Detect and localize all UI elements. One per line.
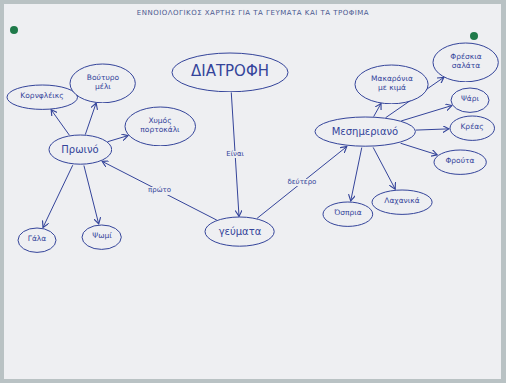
concept-text: ΔΙΑΤΡΟΦΗ <box>190 63 270 80</box>
concept-text: Λαχανικά <box>383 197 420 206</box>
cloud-text: Γάλα <box>27 235 47 244</box>
link-label: δεύτερο <box>287 179 318 187</box>
concept-cloud: Μακαρόνια με κιμά <box>354 64 429 105</box>
concept-arrow <box>351 148 362 201</box>
concept-text: Μεσημεριανό <box>331 126 399 138</box>
cloud-text: Φρέσκια σαλάτα <box>445 53 486 70</box>
concept-arrow <box>51 110 69 135</box>
cloud-text: Πρωινό <box>60 144 99 156</box>
concept-cloud: Φρούτα <box>433 149 487 175</box>
cloud-text: Κορνφλέικς <box>20 92 65 101</box>
cloud-text: γεύματα <box>218 226 262 238</box>
concept-text: Μακαρόνια με κιμά <box>368 75 415 92</box>
cloud-text: Όσπρια <box>333 209 362 218</box>
concept-cloud: Χυμός πορτοκάλι <box>124 106 197 147</box>
cloud-ellipse <box>372 190 432 214</box>
concept-cloud: Κρέας <box>449 115 496 141</box>
cloud-text: Κρέας <box>460 123 485 132</box>
cloud-text: Λαχανικά <box>383 197 420 206</box>
concept-cloud: Φρέσκια σαλάτα <box>432 42 499 83</box>
cloud-ellipse <box>323 202 373 226</box>
concept-cloud: ΔΙΑΤΡΟΦΗ <box>171 52 289 93</box>
concept-cloud: Όσπρια <box>322 201 374 227</box>
link-label: Είναι <box>225 151 245 159</box>
cloud-text: Μεσημεριανό <box>331 126 399 138</box>
cloud-ellipse <box>49 135 112 164</box>
cloud-ellipse <box>434 150 486 174</box>
paper-sheet <box>4 4 501 379</box>
concept-text: Χυμός πορτοκάλι <box>138 117 183 134</box>
concept-text: Φρέσκια σαλάτα <box>445 53 486 70</box>
concept-arrow <box>84 165 99 223</box>
concept-cloud: Λαχανικά <box>371 189 433 215</box>
concept-text: Ψωμί <box>91 232 112 241</box>
concept-arrow <box>416 129 449 130</box>
concept-arrow <box>107 136 128 142</box>
cloud-ellipse <box>355 65 428 104</box>
concept-cloud: Βούτυρο μέλι <box>69 63 136 104</box>
cloud-text: Μακαρόνια με κιμά <box>368 75 415 92</box>
push-pin <box>10 26 18 34</box>
link-label: πρώτο <box>147 187 172 195</box>
concept-arrow <box>373 147 395 189</box>
cloud-text: Βούτυρο μέλι <box>82 74 123 91</box>
concept-text: Βούτυρο μέλι <box>82 74 123 91</box>
concept-arrow <box>43 165 73 227</box>
push-pin <box>470 32 478 40</box>
cloud-ellipse <box>433 43 498 82</box>
cloud-ellipse <box>451 88 489 112</box>
cloud-ellipse <box>18 228 56 252</box>
concept-text: Κορνφλέικς <box>20 92 65 101</box>
concept-arrow <box>85 103 96 135</box>
concept-cloud: Ψάρι <box>450 87 490 113</box>
concept-arrow <box>401 143 438 155</box>
cloud-ellipse <box>70 64 135 103</box>
cloud-text: ΔΙΑΤΡΟΦΗ <box>190 63 270 80</box>
cloud-ellipse <box>450 116 495 140</box>
concept-text: Γάλα <box>27 235 47 244</box>
cloud-text: Ψάρι <box>460 95 480 104</box>
cloud-ellipse <box>125 107 196 146</box>
cloud-text: Ψωμί <box>91 232 112 241</box>
concept-cloud: γεύματα <box>204 216 275 247</box>
concept-cloud: Γάλα <box>17 227 57 253</box>
cloud-text: Φρούτα <box>444 157 475 166</box>
concept-arrow <box>102 161 217 220</box>
concept-text: γεύματα <box>218 226 262 238</box>
concept-text: Κρέας <box>460 123 485 132</box>
cloud-ellipse <box>172 53 288 92</box>
concept-cloud: Μεσημεριανό <box>314 116 416 147</box>
cloud-ellipse <box>315 117 415 146</box>
concept-cloud: Κορνφλέικς <box>6 84 79 110</box>
concept-arrow <box>401 106 452 121</box>
concept-text: Φρούτα <box>444 157 475 166</box>
concept-arrow <box>374 104 381 117</box>
concept-text: Όσπρια <box>333 209 362 218</box>
map-title: ΕΝΝΟΙΟΛΟΓΙΚΟΣ ΧΑΡΤΗΣ ΓΙΑ ΤΑ ΓΕΥΜΑΤΑ ΚΑΙ … <box>0 9 506 17</box>
concept-text: Πρωινό <box>60 144 99 156</box>
cloud-ellipse <box>82 225 121 249</box>
concept-cloud: Πρωινό <box>48 134 113 165</box>
cloud-ellipse <box>7 85 78 109</box>
cloud-ellipse <box>205 217 274 246</box>
concept-text: Ψάρι <box>460 95 480 104</box>
concept-cloud: Ψωμί <box>81 224 122 250</box>
cloud-text: Χυμός πορτοκάλι <box>138 117 183 134</box>
